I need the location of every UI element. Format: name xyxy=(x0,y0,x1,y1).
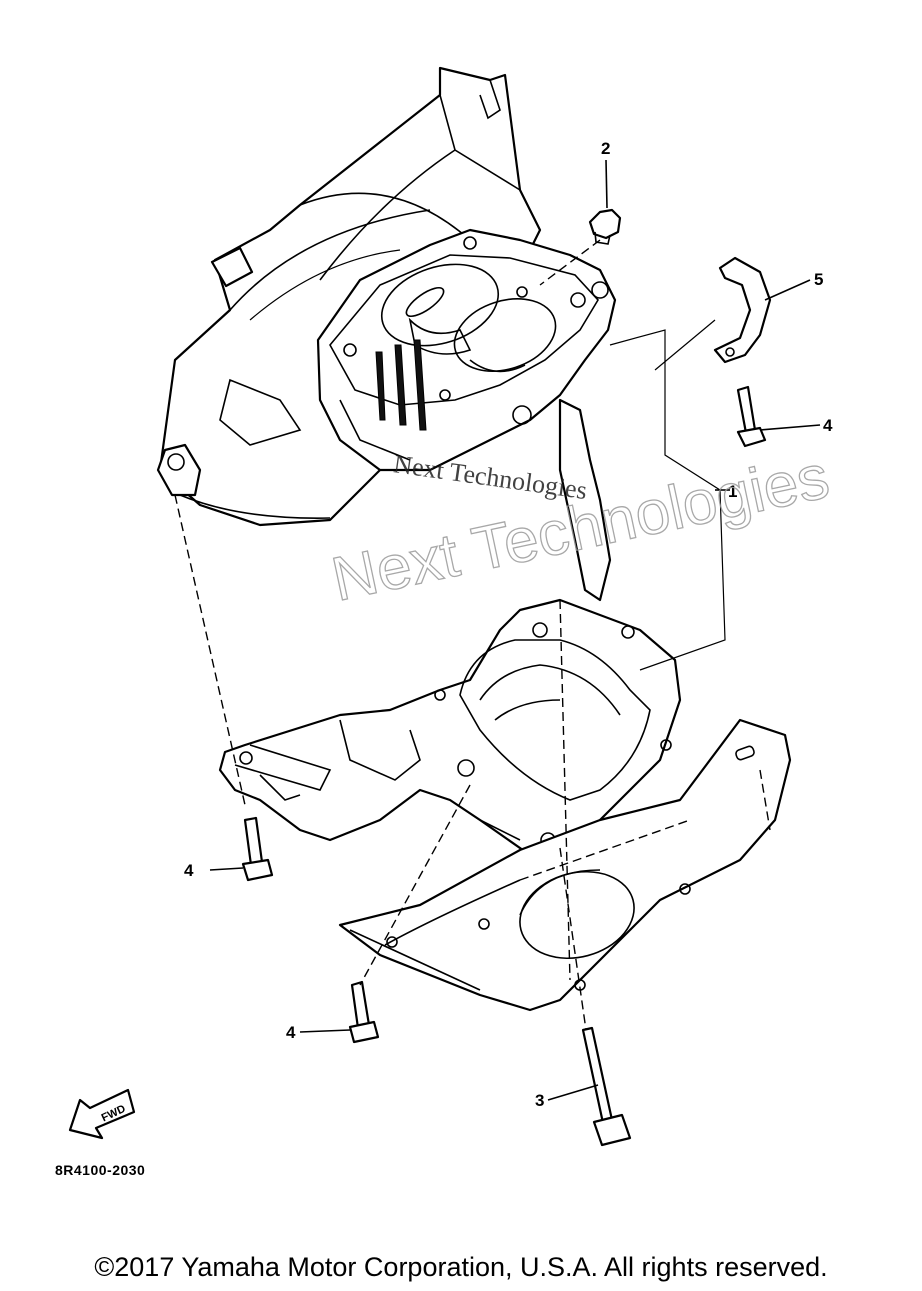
lower-crankcase xyxy=(218,598,682,857)
skid-plate xyxy=(338,718,792,1012)
callout-5: 5 xyxy=(814,270,823,289)
bolt-4-bottom xyxy=(348,980,380,1044)
assembly-lines xyxy=(174,159,821,1101)
copyright-notice: ©2017 Yamaha Motor Corporation, U.S.A. A… xyxy=(94,1252,828,1282)
callout-1: 1 xyxy=(728,482,737,501)
drain-plug xyxy=(588,208,622,245)
bolt-3-long xyxy=(581,1026,632,1147)
bolt-4-left xyxy=(241,816,274,882)
callout-4-left: 4 xyxy=(184,861,194,880)
callout-4-right: 4 xyxy=(823,416,833,435)
fwd-arrow-icon: FWD xyxy=(68,1088,136,1140)
diagram-part-number: 8R4100-2030 xyxy=(55,1162,145,1178)
callout-2: 2 xyxy=(601,139,610,158)
bolt-4-right xyxy=(736,385,767,448)
callout-4-bottom: 4 xyxy=(286,1023,296,1042)
exploded-parts-diagram: 2 5 4 1 4 4 3 Next Technologies Next Tec… xyxy=(55,66,835,1178)
cable-clamp xyxy=(713,256,772,364)
upper-crankcase xyxy=(156,66,617,602)
callout-3: 3 xyxy=(535,1091,544,1110)
